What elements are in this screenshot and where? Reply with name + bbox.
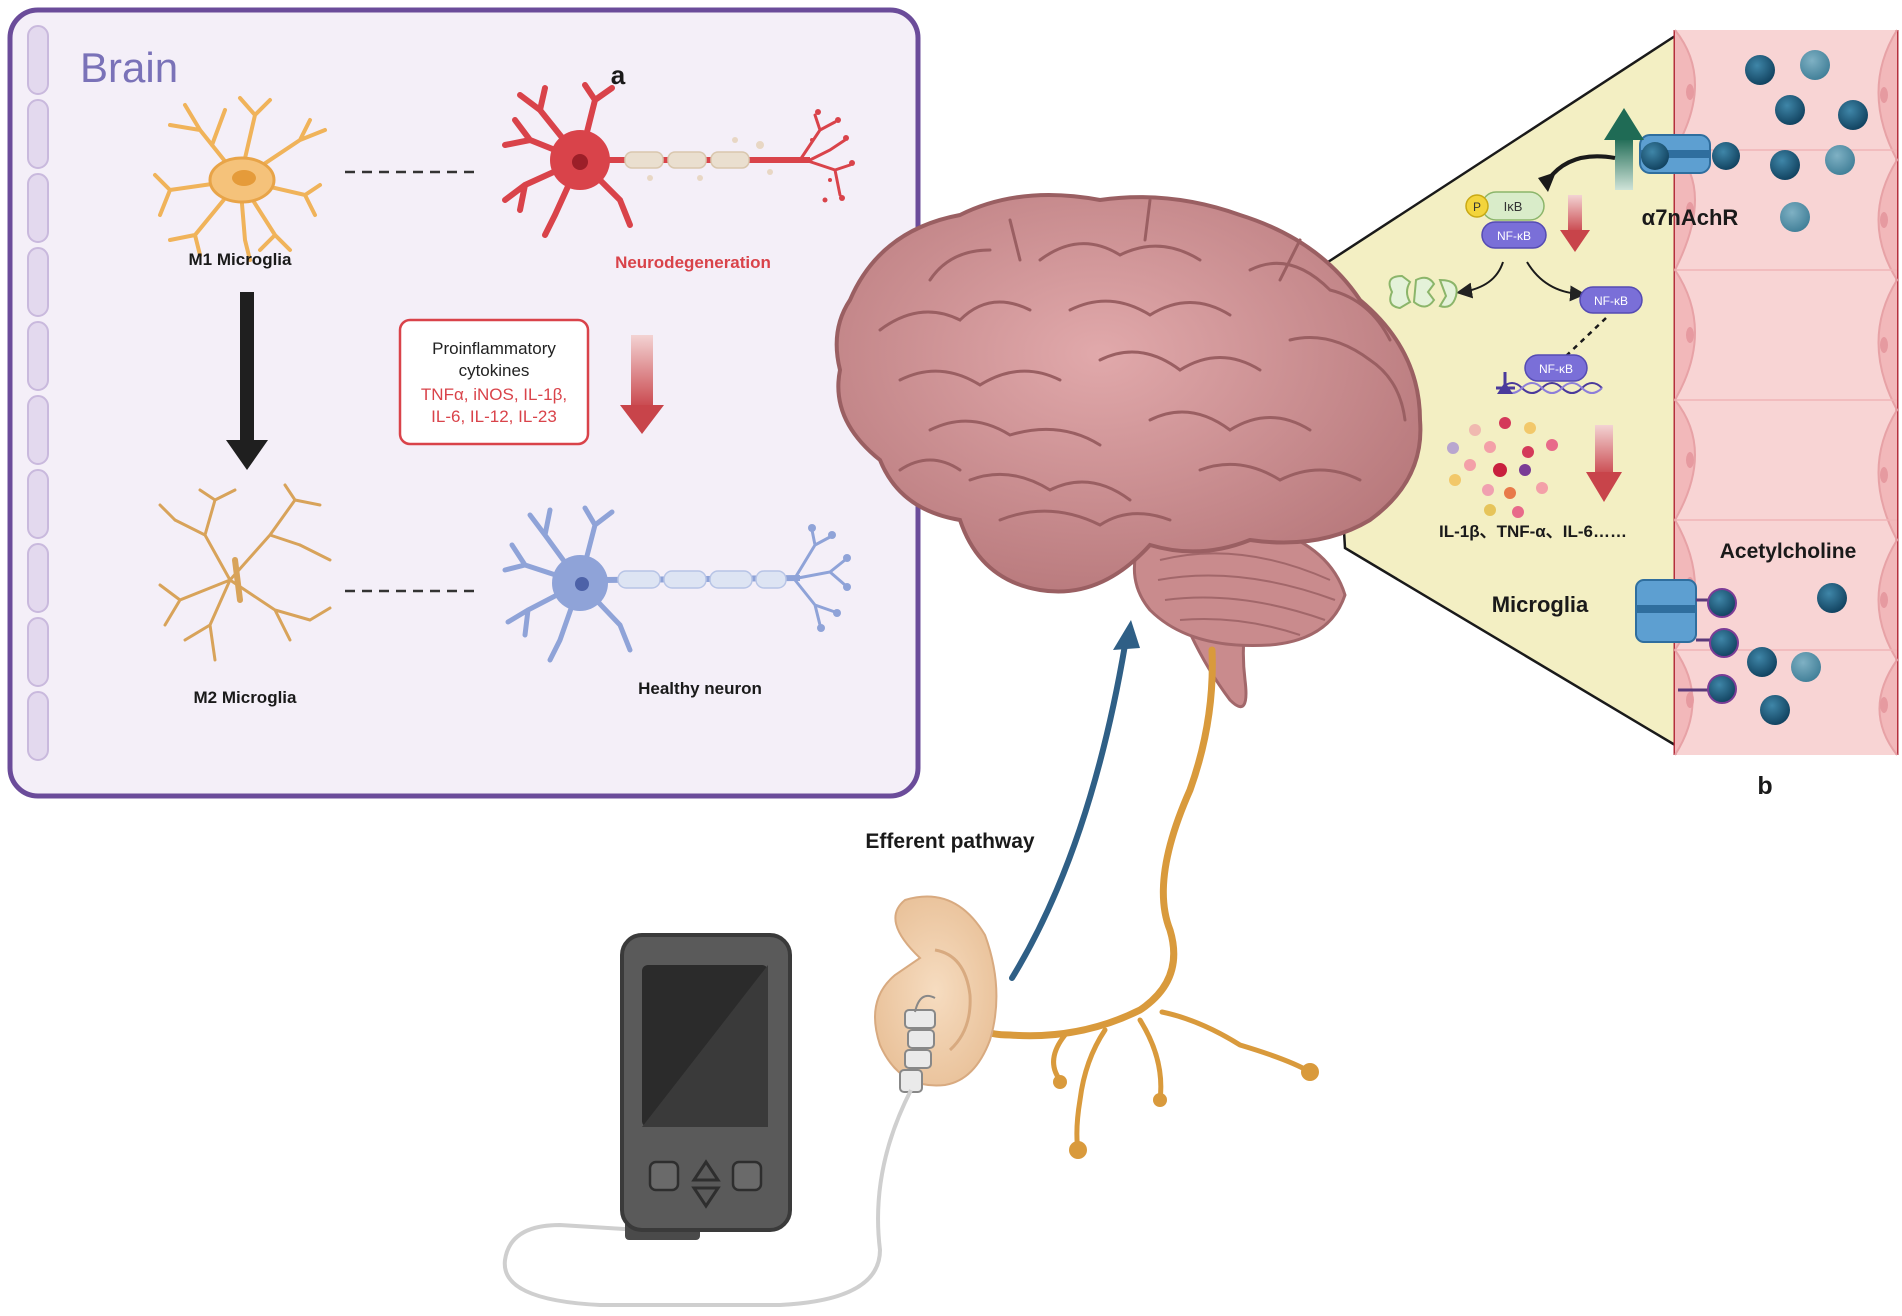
panel-a-letter: a (611, 60, 626, 90)
receptor-to-ikb-arrowhead (1538, 172, 1556, 192)
ikb-nfkb-complex: P IκB NF-κB (1465, 191, 1547, 249)
cytokine-box-line4: IL-6, IL-12, IL-23 (431, 407, 557, 426)
m2-microglia-label: M2 Microglia (194, 688, 298, 707)
microglia-label: Microglia (1492, 592, 1589, 617)
acetylcholine-molecules (1745, 50, 1868, 725)
nerve-endings (1053, 1063, 1319, 1159)
healthy-neuron-label: Healthy neuron (638, 679, 762, 698)
nfkb-dna: NF-κB (1496, 354, 1603, 394)
free-nfkb: NF-κB (1579, 286, 1643, 314)
degraded-ikb-icon (1388, 274, 1458, 310)
panel-edge-cells (27, 25, 49, 761)
release-arrow (1526, 261, 1586, 302)
device-up-button (691, 1159, 721, 1182)
a7nachr-label: α7nAchR (1642, 205, 1739, 230)
efferent-arrow (1009, 620, 1140, 981)
cytokine-box: Proinflammatory cytokines TNFα, iNOS, IL… (398, 318, 590, 446)
nfkb-complex-label: NF-κB (1497, 229, 1531, 243)
ikb-label: IκB (1504, 199, 1523, 214)
m1-to-m2-arrow (226, 292, 268, 470)
cytokine-box-line3: TNFα, iNOS, IL-1β, (421, 385, 567, 404)
green-up-arrow (1604, 108, 1644, 190)
panel-b: α7nAchR P IκB NF-κB (1326, 29, 1899, 800)
panel-a: Brain a M1 Microglia (7, 7, 921, 799)
stimulator-device (502, 933, 913, 1307)
brain-illustration (834, 193, 1423, 1159)
panel-b-red-arrow-bottom (1586, 425, 1622, 502)
cytokines-label: IL-1β、TNF-α、IL-6…… (1439, 522, 1627, 541)
acetylcholine-label: Acetylcholine (1720, 540, 1857, 563)
cytokine-box-line1: Proinflammatory (432, 339, 556, 358)
cytokine-box-line2: cytokines (459, 361, 530, 380)
ear-illustration (874, 895, 998, 1093)
panel-b-letter: b (1757, 772, 1772, 800)
healthy-neuron-icon (502, 505, 851, 663)
m1-microglia-icon (153, 96, 327, 262)
m1-microglia-label: M1 Microglia (189, 250, 293, 269)
brain-box-title: Brain (80, 44, 178, 91)
device-left-button (648, 1160, 680, 1192)
device-right-button (731, 1160, 763, 1192)
device-cable (502, 1089, 913, 1307)
efferent-pathway-label: Efferent pathway (865, 830, 1035, 853)
panel-a-red-arrow (620, 335, 664, 434)
p-label: P (1473, 200, 1481, 214)
cytokine-dots (1447, 417, 1558, 518)
ear-electrode (899, 994, 936, 1093)
degradation-arrow (1456, 261, 1504, 299)
nfkb-free-label: NF-κB (1594, 294, 1628, 308)
a7nachr-receptor-bottom (1635, 579, 1739, 704)
device-down-button (691, 1186, 721, 1209)
nfkb-dna-label: NF-κB (1539, 362, 1573, 376)
m2-microglia-icon (158, 483, 332, 662)
neurodegeneration-label: Neurodegeneration (615, 253, 771, 272)
damaged-neuron-icon (502, 82, 855, 238)
nerve-branches (1051, 1009, 1313, 1153)
a7nachr-receptor-top (1639, 134, 1740, 174)
vagus-nerve (981, 646, 1216, 1040)
panel-b-red-arrow-top (1560, 195, 1590, 252)
